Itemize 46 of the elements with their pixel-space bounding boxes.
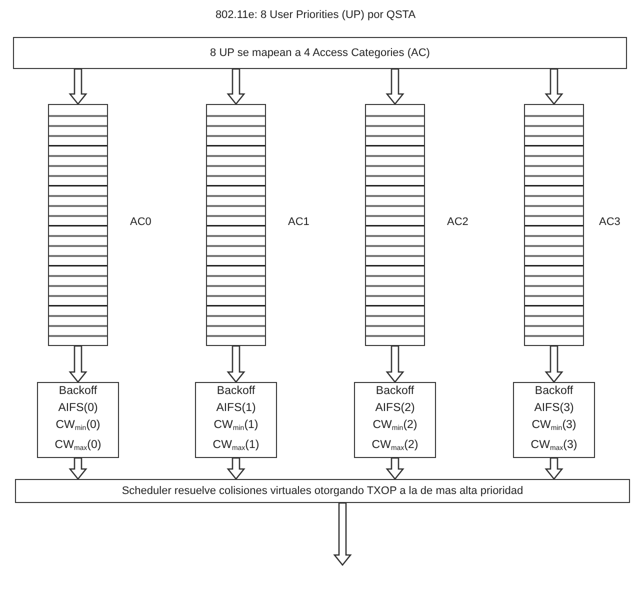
- block-arrow: [544, 345, 564, 384]
- parameter-text: CW$_{max}$(1): [212, 438, 260, 454]
- block-arrow: [386, 345, 404, 384]
- queue-stack: [206, 104, 266, 346]
- block-arrow: [544, 68, 564, 106]
- parameter-text: Backoff: [58, 384, 98, 399]
- queue-stack: [48, 104, 108, 346]
- parameter-text: CW$_{max}$(3): [530, 438, 578, 454]
- queue-stack: [524, 104, 584, 346]
- queue-label: AC1: [288, 216, 310, 228]
- queue-stack: [365, 104, 425, 346]
- backoff-box: [513, 382, 595, 458]
- scheduler-bar: [15, 479, 630, 503]
- backoff-box: [354, 382, 436, 458]
- queue-label: AC0: [130, 216, 152, 228]
- parameter-text: CW$_{min}$(3): [530, 418, 578, 434]
- block-arrow: [226, 68, 246, 106]
- parameter-text: CW$_{min}$(1): [212, 418, 260, 434]
- parameter-text: CW$_{min}$(0): [54, 418, 102, 434]
- parameter-text: AIFS(3): [533, 401, 575, 416]
- bar-text: 8 UP se mapean a 4 Access Categories (AC): [210, 46, 430, 60]
- block-arrow: [226, 457, 246, 480]
- block-arrow: [544, 457, 564, 480]
- mapping-bar: [13, 37, 627, 69]
- queue-label: AC2: [447, 216, 468, 228]
- queue-label: AC3: [599, 216, 620, 228]
- block-arrow: [68, 457, 88, 480]
- diagram-title: 802.11e: 8 User Priorities (UP) por QSTA: [214, 9, 417, 21]
- backoff-box: [37, 382, 119, 458]
- block-arrow: [226, 345, 246, 384]
- parameter-text: AIFS(2): [374, 401, 416, 416]
- parameter-text: AIFS(1): [215, 401, 257, 416]
- parameter-text: CW$_{min}$(2): [372, 418, 418, 434]
- block-arrow: [333, 502, 352, 566]
- block-arrow: [68, 345, 88, 384]
- parameter-text: CW$_{max}$(2): [370, 438, 420, 454]
- parameter-text: CW$_{max}$(0): [54, 438, 102, 454]
- parameter-text: AIFS(0): [57, 401, 99, 416]
- backoff-box: [195, 382, 277, 458]
- block-arrow: [68, 68, 88, 106]
- parameter-text: Backoff: [216, 384, 256, 399]
- bar-text: Scheduler resuelve colisiones virtuales otorgando TXOP a la de mas alta prioridad: [122, 484, 524, 498]
- parameter-text: Backoff: [534, 384, 574, 399]
- block-arrow: [386, 68, 404, 106]
- parameter-text: Backoff: [374, 384, 416, 399]
- block-arrow: [386, 457, 404, 480]
